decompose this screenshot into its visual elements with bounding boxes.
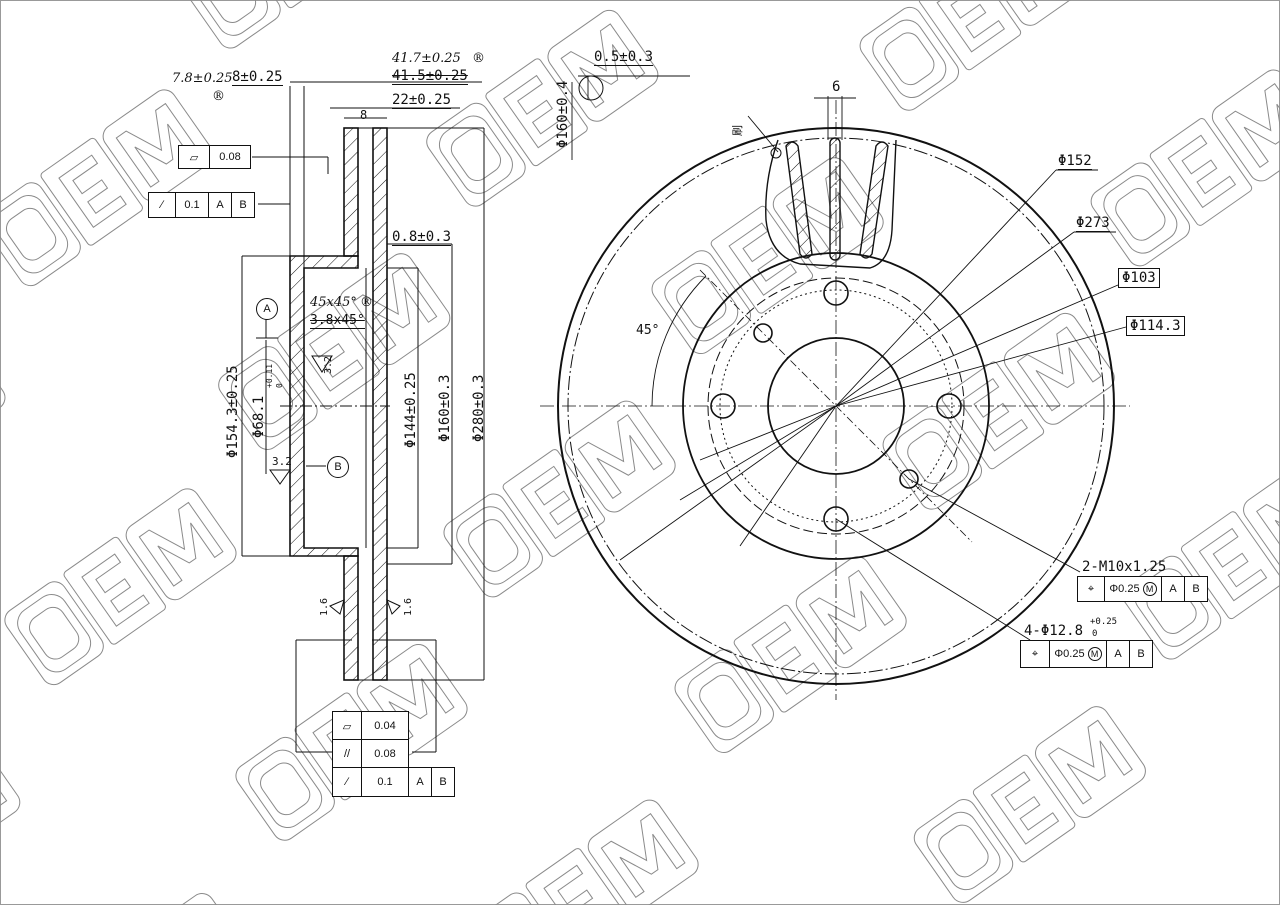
dim-diameter-103: Φ103: [1118, 268, 1160, 288]
dim-diameter-114-3: Φ114.3: [1126, 316, 1185, 336]
fcf-value: 0.1: [362, 768, 409, 796]
fcf-value: 0.04: [374, 720, 396, 732]
dim-outer-diameter: Φ280±0.3: [471, 374, 487, 442]
fcf-value: Φ0.25: [1054, 648, 1085, 660]
dim-front-reference-diameter: Φ160±0.4: [555, 80, 571, 148]
fcf-datum: B: [1192, 583, 1200, 595]
callout-mark: 刷: [731, 125, 744, 136]
fcf-datum: B: [439, 776, 447, 788]
flatness-icon: ▱: [333, 712, 362, 740]
datum-b: B: [327, 456, 349, 478]
fcf-datum: A: [1107, 641, 1130, 667]
dim-vane-gap: 8: [360, 108, 368, 122]
fcf-datum: B: [239, 199, 247, 211]
dim-chamfer: 3.8x45°: [310, 313, 365, 329]
fcf-position-thread: ⌖ Φ0.25 M A B: [1077, 576, 1208, 602]
dim-center-bore-tol-upper: +0.11: [265, 363, 274, 388]
fcf-value: Φ0.25: [1109, 583, 1140, 595]
dim-disc-thickness: 22±0.25: [392, 92, 452, 109]
runout-icon: ∕: [149, 193, 176, 217]
flatness-icon: ▱: [179, 146, 210, 168]
position-icon: ⌖: [1021, 641, 1050, 667]
fcf-runout-top: ∕ 0.1 A B: [148, 192, 255, 218]
roughness-bore: 3.2: [272, 455, 292, 468]
revision-mark: ®: [472, 51, 485, 66]
dim-hat-outer-diameter: Φ154.3±0.25: [225, 365, 241, 458]
fcf-value-with-modifier: Φ0.25 M: [1050, 641, 1107, 667]
dim-total-height-handwritten: 7.8±0.25: [172, 71, 233, 86]
dim-flange-thickness: 8±0.25: [232, 69, 283, 86]
fcf-value: 0.1: [176, 193, 209, 217]
fcf-value: 0.08: [219, 151, 241, 163]
fcf-value: 0.08: [374, 748, 396, 760]
revision-mark: ®: [360, 295, 373, 310]
dim-diameter-152: Φ152: [1058, 153, 1092, 170]
revision-mark: ®: [212, 89, 225, 104]
fcf-value-with-modifier: Φ0.25 M: [1105, 577, 1162, 601]
hole-tol-lower: 0: [1092, 629, 1098, 639]
mmc-modifier: M: [1087, 647, 1102, 661]
fcf-datum: A: [409, 768, 432, 796]
dim-diameter-273: Φ273: [1076, 215, 1110, 232]
dim-vane-width: 6: [832, 79, 841, 95]
position-icon: ⌖: [1078, 577, 1105, 601]
fcf-flatness-bottom: ▱ 0.04: [332, 711, 409, 741]
hole-note: 4-Φ12.8: [1024, 623, 1084, 639]
fcf-parallelism-bottom: // 0.08: [332, 739, 409, 769]
mmc-modifier: M: [1142, 582, 1157, 596]
datum-a: A: [256, 298, 278, 320]
fcf-datum: A: [1162, 577, 1185, 601]
fcf-datum: B: [1137, 648, 1145, 660]
roughness-face-right: 1.6: [403, 597, 414, 616]
dim-center-bore-diameter: Φ68.1: [251, 395, 267, 438]
roughness-hat: 3.2: [323, 355, 334, 374]
dim-hat-edge-diameter: Φ160±0.3: [437, 374, 453, 442]
dim-front-runout-offset: 0.5±0.3: [594, 49, 654, 66]
parallelism-icon: //: [333, 740, 362, 768]
fcf-flatness-top: ▱ 0.08: [178, 145, 251, 169]
dim-overall-width: 41.5±0.25: [392, 68, 468, 85]
hole-tol-upper: +0.25: [1090, 617, 1118, 627]
dim-chamfer-handwritten: 45x45°: [310, 295, 357, 310]
dim-inner-friction-diameter: Φ144±0.25: [403, 372, 419, 448]
fcf-runout-bottom: ∕ 0.1 A B: [332, 767, 455, 797]
dim-overall-width-handwritten: 41.7±0.25: [392, 51, 461, 66]
dim-center-bore-tol-lower: 0: [275, 383, 284, 388]
roughness-face-left: 1.6: [319, 597, 330, 616]
fcf-datum: A: [209, 193, 232, 217]
fcf-position-holes: ⌖ Φ0.25 M A B: [1020, 640, 1153, 668]
runout-icon: ∕: [333, 768, 362, 796]
thread-note: 2-M10x1.25: [1082, 559, 1167, 575]
dim-runout-offset: 0.8±0.3: [392, 229, 452, 246]
dim-angle: 45°: [636, 323, 660, 338]
